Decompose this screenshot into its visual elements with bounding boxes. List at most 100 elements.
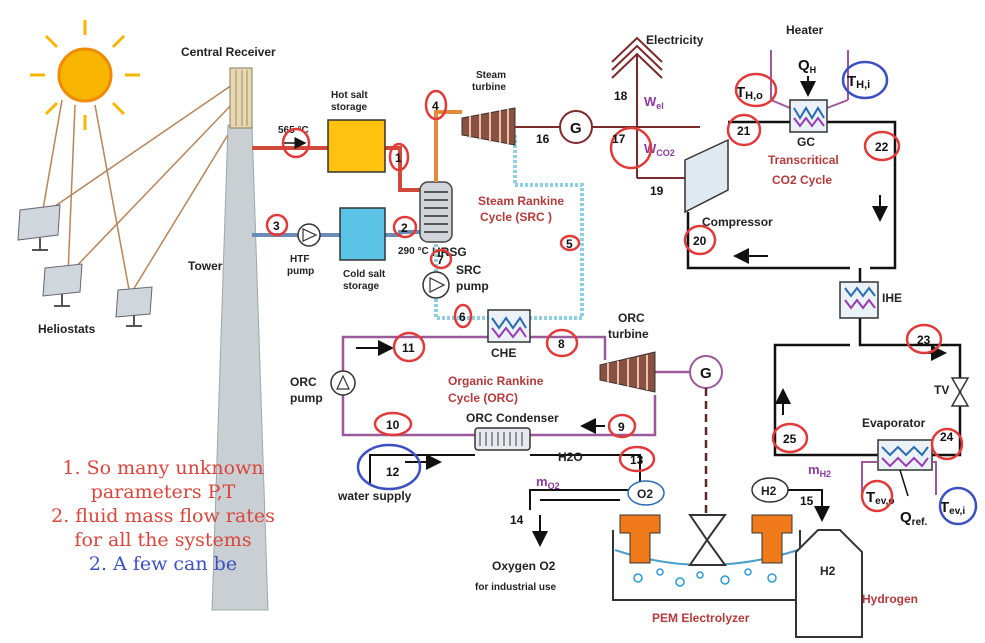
water-supply-label: water supply — [337, 489, 412, 503]
t-evi-label: Tev,i — [940, 499, 965, 517]
state-point-13: 13 — [630, 453, 644, 467]
hydrogen-label: Hydrogen — [862, 592, 918, 606]
compressor-label: Compressor — [702, 215, 773, 229]
orc-loop — [341, 335, 690, 437]
state-point-17: 17 — [612, 132, 626, 146]
pem-label: PEM Electrolyzer — [652, 611, 750, 625]
orc-pump-label-2: pump — [290, 391, 323, 405]
temp-290-label: 290 °C — [398, 246, 429, 257]
state-point-9: 9 — [618, 420, 625, 434]
h2-tank-label: H2 — [820, 564, 836, 578]
hrsg-label: HRSG — [432, 245, 467, 259]
generator-label: G — [570, 120, 582, 137]
note-line-3: 2. fluid mass flow rates — [51, 505, 275, 527]
note-line-1: 1. So many unknown — [62, 457, 264, 479]
state-point-15: 15 — [800, 494, 814, 508]
state-point-21: 21 — [737, 124, 751, 138]
steam-turbine-icon — [461, 107, 516, 146]
m-h2-label: mH2 — [808, 462, 831, 479]
state-point-19: 19 — [650, 184, 664, 198]
o2-bubble — [627, 480, 665, 506]
w-el-label: Wel — [644, 94, 664, 111]
hydrogen-tank-icon — [795, 529, 863, 638]
orc-condenser-label: ORC Condenser — [466, 411, 559, 425]
steam-turbine-label-2: turbine — [472, 82, 506, 93]
h2-label: H2 — [761, 484, 777, 498]
pem-electrolyzer-icon — [612, 514, 801, 601]
state-point-25: 25 — [783, 432, 797, 446]
tc-cycle-label-2: CO2 Cycle — [772, 173, 832, 187]
state-point-20: 20 — [693, 234, 707, 248]
tv-label: TV — [934, 383, 949, 397]
state-point-4: 4 — [432, 99, 439, 113]
state-point-11: 11 — [402, 341, 415, 355]
note-line-5: 2. A few can be — [88, 553, 238, 575]
t-ho-label: TH,o — [736, 84, 763, 102]
orc-condenser-icon — [474, 427, 531, 451]
t-evo-label: Tev,o — [866, 489, 894, 507]
central-receiver-label: Central Receiver — [181, 45, 276, 59]
compressor-icon — [684, 138, 729, 214]
state-point-3: 3 — [273, 219, 280, 233]
state-point-2: 2 — [401, 221, 408, 235]
che-icon — [487, 309, 531, 343]
m-o2-label: mO2 — [536, 474, 560, 491]
src-pump-label-2: pump — [456, 279, 489, 293]
note-line-4: for all the systems — [74, 529, 252, 551]
state-point-numbers: 1 2 3 4 5 6 7 8 9 10 11 12 13 14 15 16 1… — [273, 89, 954, 527]
state-point-18: 18 — [614, 89, 628, 103]
tower-label: Tower — [188, 259, 223, 273]
heater-label: Heater — [786, 23, 824, 37]
q-ref-label: Qref. — [900, 509, 927, 528]
steam-turbine-label: Steam — [476, 70, 506, 81]
state-point-23: 23 — [917, 333, 931, 347]
note-line-2: parameters P,T — [90, 481, 236, 503]
o2-label: O2 — [637, 487, 653, 501]
state-point-12: 12 — [386, 465, 400, 479]
sun-icon — [30, 20, 140, 130]
tower-icon — [211, 67, 269, 611]
orc-turbine-icon — [599, 351, 656, 393]
state-point-16: 16 — [536, 132, 550, 146]
annotation-notes: 1. So many unknown parameters P,T 2. flu… — [18, 456, 308, 576]
given-parameter-highlights — [356, 60, 978, 526]
state-point-14: 14 — [510, 513, 524, 527]
che-label: CHE — [491, 346, 516, 360]
state-point-22: 22 — [875, 140, 889, 154]
oxygen-label-2: for industrial use — [475, 582, 557, 593]
orc-cycle-label-2: Cycle (ORC) — [448, 391, 518, 405]
steam-pipe — [434, 110, 462, 182]
cold-salt-label-2: storage — [343, 281, 380, 292]
hot-salt-label-2: storage — [331, 102, 368, 113]
state-point-10: 10 — [386, 418, 400, 432]
gc-label: GC — [797, 135, 815, 149]
hot-salt-storage — [327, 119, 386, 173]
co2-loop — [686, 120, 962, 457]
orc-turbine-label-2: turbine — [608, 327, 649, 341]
state-point-1: 1 — [395, 151, 402, 165]
evaporator-label: Evaporator — [862, 416, 926, 430]
oxygen-label: Oxygen O2 — [492, 559, 556, 573]
orc-generator-label: G — [700, 365, 712, 382]
src-pump-label: SRC — [456, 263, 482, 277]
orc-pump-label: ORC — [290, 375, 317, 389]
htf-pump-label-2: pump — [287, 266, 314, 277]
ihe-icon — [839, 281, 879, 319]
hrsg-icon — [419, 181, 453, 243]
cold-salt-storage — [339, 207, 386, 261]
src-cycle-label: Steam Rankine — [478, 194, 564, 208]
heliostat-icon — [17, 204, 153, 327]
state-point-highlights — [265, 72, 964, 513]
orc-cycle-label: Organic Rankine — [448, 374, 544, 388]
q-h-label: QH — [798, 57, 816, 75]
state-point-5: 5 — [566, 237, 573, 251]
state-point-8: 8 — [558, 337, 565, 351]
gas-cooler-icon — [789, 99, 828, 133]
hot-salt-label: Hot salt — [331, 90, 368, 101]
tc-cycle-label: Transcritical — [768, 153, 839, 167]
ihe-label: IHE — [882, 291, 902, 305]
state-point-24: 24 — [940, 430, 954, 444]
src-return-pipe — [513, 135, 584, 320]
src-cycle-label-2: Cycle (SRC ) — [480, 210, 552, 224]
